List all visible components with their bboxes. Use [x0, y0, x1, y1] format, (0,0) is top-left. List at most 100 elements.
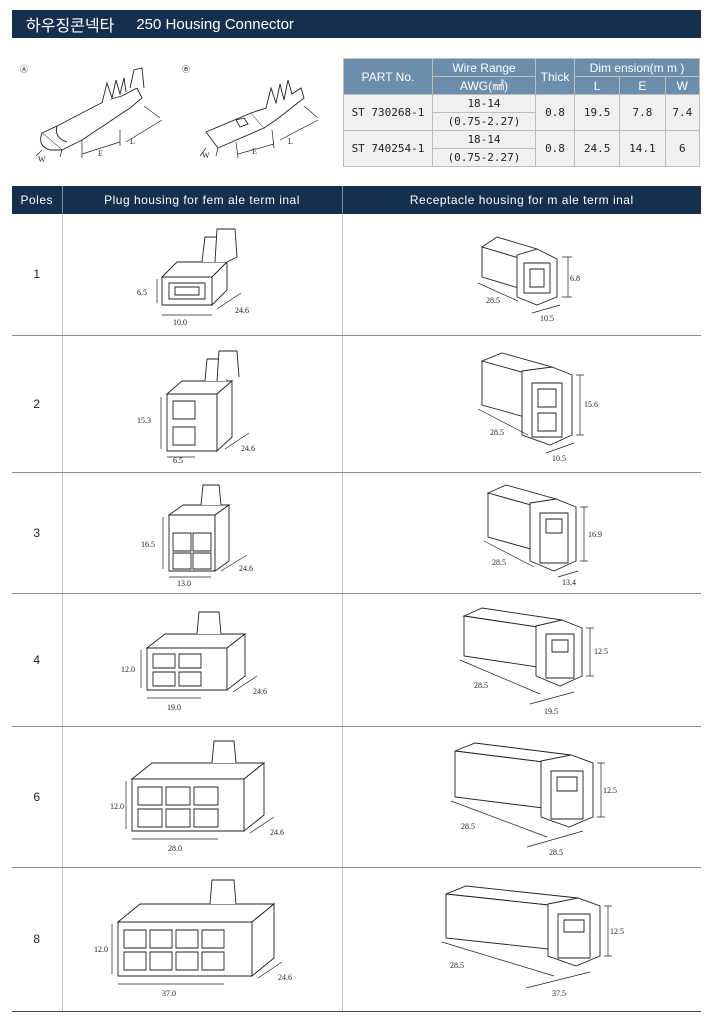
recept-dim: 10.5 [552, 454, 566, 463]
plug-dim: 24.6 [241, 444, 255, 453]
plug-dim: 12.0 [121, 665, 135, 674]
terminal-b-l: L [288, 137, 293, 146]
spec-header-dimension: Dim ension(m m ) [574, 58, 700, 77]
spec-w: 7.4 [664, 94, 701, 131]
receptacle-drawing-cell: 28.5 15.6 10.5 [342, 335, 701, 473]
receptacle-drawing-cell: 28.5 16.9 13.4 [342, 472, 701, 594]
receptacle-drawing-cell: 28.5 12.5 37.5 [342, 867, 701, 1012]
recept-dim: 28.5 [490, 428, 504, 437]
title-english: 250 Housing Connector [136, 15, 294, 33]
spec-thick: 0.8 [535, 94, 575, 131]
terminal-spec-table: PART No. Wire Range Thick Dim ension(m m… [343, 58, 701, 167]
spec-header-wire: Wire Range [432, 58, 536, 77]
terminal-b-drawing: Ⓑ W E L [182, 65, 319, 160]
spec-part: ST 740254-1 [343, 130, 433, 167]
title-bar: 하우징콘넥타 250 Housing Connector [12, 10, 701, 38]
spec-l: 19.5 [573, 94, 621, 131]
recept-dim: 12.5 [603, 786, 617, 795]
receptacle-housing-drawing: 28.5 12.5 37.5 [441, 885, 624, 998]
receptacle-housing-drawing: 28.5 12.5 28.5 [450, 742, 617, 857]
plug-housing-drawing: 15.3 6.5 24.6 [137, 350, 255, 465]
recept-dim: 28.5 [461, 822, 475, 831]
poles-value: 2 [12, 335, 63, 473]
plug-dim: 24.6 [235, 306, 249, 315]
receptacle-drawing-cell: 28.5 12.5 19.5 [342, 593, 701, 727]
spec-header-e: E [619, 76, 666, 95]
plug-dim: 24.6 [270, 828, 284, 837]
recept-dim: 19.5 [544, 707, 558, 716]
receptacle-housing-drawing: 28.5 16.9 13.4 [483, 484, 602, 587]
spec-e: 7.8 [619, 94, 666, 131]
receptacle-housing-drawing: 28.5 12.5 19.5 [459, 607, 608, 716]
plug-dim: 37.0 [162, 989, 176, 998]
terminal-b-e: E [252, 147, 257, 156]
recept-dim: 28.5 [450, 961, 464, 970]
spec-w: 6 [664, 130, 701, 167]
recept-dim: 10.5 [540, 314, 554, 323]
terminal-a-w: W [38, 155, 46, 164]
spec-awg: 18-14 [432, 94, 536, 113]
housing-table: Poles Plug housing for fem ale term inal… [12, 186, 701, 1012]
spec-header-thick: Thick [535, 58, 575, 95]
spec-mm: (0.75-2.27) [432, 148, 536, 167]
plug-drawing-cell: 12.0 37.0 24.6 [62, 867, 343, 1012]
plug-dim: 16.5 [141, 540, 155, 549]
plug-drawing-cell: 16.5 13.0 24.6 [62, 472, 343, 594]
spec-part: ST 730268-1 [343, 94, 433, 131]
table-row: 1 6.5 10.0 24.6 [12, 214, 701, 336]
table-row: 8 12.0 37.0 24.6 [12, 867, 701, 1012]
plug-dim: 24.6 [239, 564, 253, 573]
spec-header-l: L [573, 76, 621, 95]
recept-dim: 12.5 [610, 927, 624, 936]
plug-dim: 19.0 [167, 703, 181, 712]
header-poles: Poles [12, 186, 63, 214]
spec-header-awg: AWG(㎟) [432, 76, 536, 95]
spec-mm: (0.75-2.27) [432, 112, 536, 131]
plug-drawing-cell: 12.0 19.0 24.6 [62, 593, 343, 727]
title-korean: 하우징콘넥타 [26, 16, 115, 35]
header-plug: Plug housing for fem ale term inal [62, 186, 343, 214]
recept-dim: 28.5 [486, 296, 500, 305]
table-row: 4 12.0 19.0 24.6 [12, 593, 701, 727]
plug-drawing-cell: 6.5 10.0 24.6 [62, 214, 343, 336]
plug-dim: 24.6 [278, 973, 292, 982]
plug-housing-drawing: 12.0 37.0 24.6 [94, 879, 292, 998]
terminal-a-l: L [130, 137, 135, 146]
recept-dim: 28.5 [492, 558, 506, 567]
plug-dim: 28.0 [168, 844, 182, 853]
plug-housing-drawing: 6.5 10.0 24.6 [137, 228, 249, 327]
receptacle-housing-drawing: 28.5 15.6 10.5 [477, 352, 598, 463]
recept-dim: 6.8 [570, 274, 580, 283]
spec-header-w: W [664, 76, 701, 95]
plug-dim: 15.3 [137, 416, 151, 425]
terminal-a-e: E [98, 149, 103, 158]
poles-value: 6 [12, 726, 63, 868]
plug-housing-drawing: 12.0 19.0 24.6 [121, 611, 267, 712]
poles-value: 3 [12, 472, 63, 594]
plug-dim: 6.5 [137, 288, 147, 297]
poles-value: 8 [12, 867, 63, 1012]
plug-dim: 10.0 [173, 318, 187, 327]
table-row: 2 15.3 6.5 24.6 [12, 335, 701, 473]
plug-dim: 6.5 [173, 456, 183, 464]
poles-value: 4 [12, 593, 63, 727]
receptacle-drawing-cell: 28.5 12.5 28.5 [342, 726, 701, 868]
plug-dim: 12.0 [94, 945, 108, 954]
recept-dim: 13.4 [562, 578, 576, 587]
plug-dim: 12.0 [110, 802, 124, 811]
recept-dim: 12.5 [594, 647, 608, 656]
plug-housing-drawing: 16.5 13.0 24.6 [141, 484, 253, 588]
terminal-a-label: Ⓐ [20, 65, 28, 74]
recept-dim: 28.5 [474, 681, 488, 690]
spec-l: 24.5 [573, 130, 621, 167]
recept-dim: 15.6 [584, 400, 598, 409]
spec-header-part: PART No. [343, 58, 433, 95]
poles-value: 1 [12, 214, 63, 336]
recept-dim: 16.9 [588, 530, 602, 539]
plug-housing-drawing: 12.0 28.0 24.6 [110, 740, 284, 853]
plug-drawing-cell: 15.3 6.5 24.6 [62, 335, 343, 473]
spec-e: 14.1 [619, 130, 666, 167]
header-receptacle: Receptacle housing for m ale term inal [342, 186, 701, 214]
terminal-b-label: Ⓑ [182, 65, 190, 74]
terminal-b-w: W [202, 151, 210, 160]
